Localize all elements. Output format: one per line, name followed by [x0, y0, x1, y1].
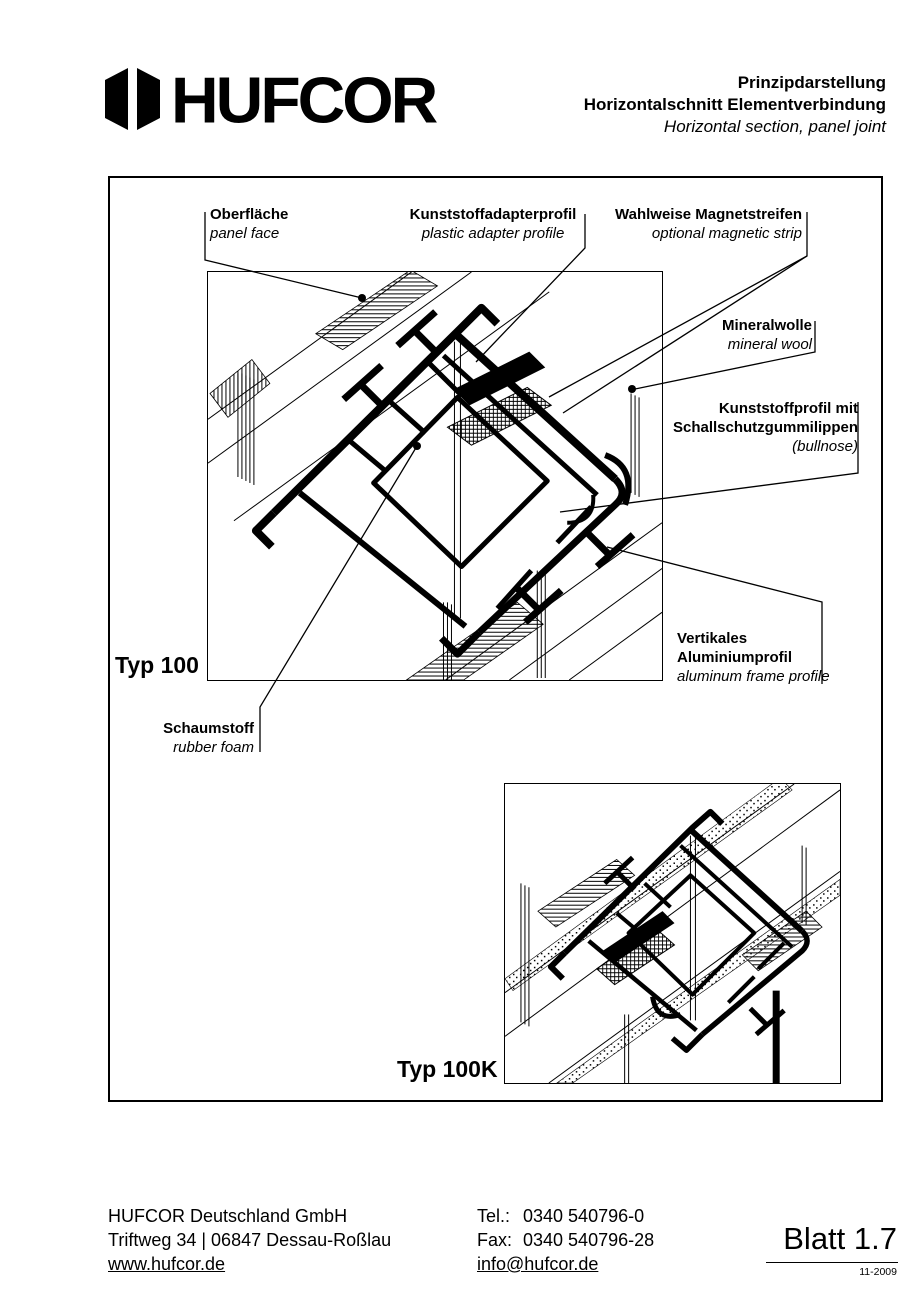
label-rubber-foam: Schaumstoff rubber foam — [163, 719, 254, 757]
tel-label: Tel.: — [477, 1206, 511, 1226]
title-line-3: Horizontal section, panel joint — [663, 117, 886, 136]
label-adapter-en: plastic adapter profile — [421, 225, 565, 242]
label-frame-de2: Aluminiumprofil — [677, 649, 792, 666]
label-magnet-en: optional magnetic strip — [651, 225, 802, 242]
label-wool-de: Mineralwolle — [721, 317, 812, 334]
label-mineral-wool: Mineralwolle mineral wool — [722, 316, 812, 354]
sheet-title-block: Prinzipdarstellung Horizontalschnitt Ele… — [584, 72, 886, 138]
caption-typ100: Typ 100 — [115, 652, 199, 678]
footer-street: Triftweg 34 | 06847 Dessau-Roßlau — [108, 1230, 392, 1250]
drawing-area-border — [108, 176, 883, 1102]
sheet-number: Blatt 1.7 — [783, 1221, 897, 1256]
drawing-box-typ100k — [504, 783, 841, 1084]
footer-contact-block: Tel.: 0340 540796-0 Fax: 0340 540796-28 … — [477, 1204, 654, 1276]
typ100k-section-drawing — [505, 784, 840, 1083]
label-panel-face: Oberfläche panel face — [210, 205, 288, 243]
title-line-2: Horizontalschnitt Elementverbindung — [583, 95, 886, 114]
label-adapter-de: Kunststoffadapterprofil — [409, 206, 577, 223]
label-magnet-de: Wahlweise Magnetstreifen — [615, 206, 802, 223]
label-bullnose-profile: Kunststoffprofil mit Schallschutzgummili… — [673, 399, 858, 456]
sheet-number-rule — [766, 1262, 898, 1263]
email-link[interactable]: info@hufcor.de — [477, 1254, 599, 1274]
footer-company: HUFCOR Deutschland GmbH — [108, 1206, 348, 1226]
label-foam-de: Schaumstoff — [163, 720, 254, 737]
label-frame-en: aluminum frame profile — [677, 668, 830, 685]
label-aluminum-frame: Vertikales Aluminiumprofil aluminum fram… — [677, 629, 830, 686]
revision-date: 11-2009 — [859, 1266, 897, 1278]
fax-number: 0340 540796-28 — [523, 1230, 655, 1250]
label-magnetic-strip: Wahlweise Magnetstreifen optional magnet… — [615, 205, 802, 243]
website-link[interactable]: www.hufcor.de — [108, 1254, 226, 1274]
label-frame-de1: Vertikales — [677, 630, 748, 647]
label-foam-en: rubber foam — [173, 739, 254, 756]
tel-number: 0340 540796-0 — [523, 1206, 645, 1226]
label-panel-face-en: panel face — [210, 225, 280, 242]
footer-address-block: HUFCOR Deutschland GmbH Triftweg 34 | 06… — [108, 1204, 391, 1276]
label-wool-en: mineral wool — [727, 336, 812, 353]
title-line-1: Prinzipdarstellung — [737, 73, 886, 92]
label-adapter-profile: Kunststoffadapterprofil plastic adapter … — [403, 205, 583, 243]
caption-typ100k: Typ 100K — [397, 1056, 498, 1082]
hufcor-logo-mark — [105, 68, 160, 130]
label-bullnose-de1: Kunststoffprofil mit — [718, 400, 858, 417]
hufcor-logo: HUFCOR — [104, 63, 438, 137]
logo-wordmark: HUFCOR — [171, 63, 438, 137]
label-bullnose-en: (bullnose) — [792, 438, 858, 455]
typ100-section-drawing — [208, 272, 662, 680]
drawing-box-typ100 — [207, 271, 663, 681]
fax-label: Fax: — [477, 1230, 513, 1250]
label-panel-face-de: Oberfläche — [210, 206, 289, 223]
label-bullnose-de2: Schallschutzgummilippen — [672, 419, 858, 436]
